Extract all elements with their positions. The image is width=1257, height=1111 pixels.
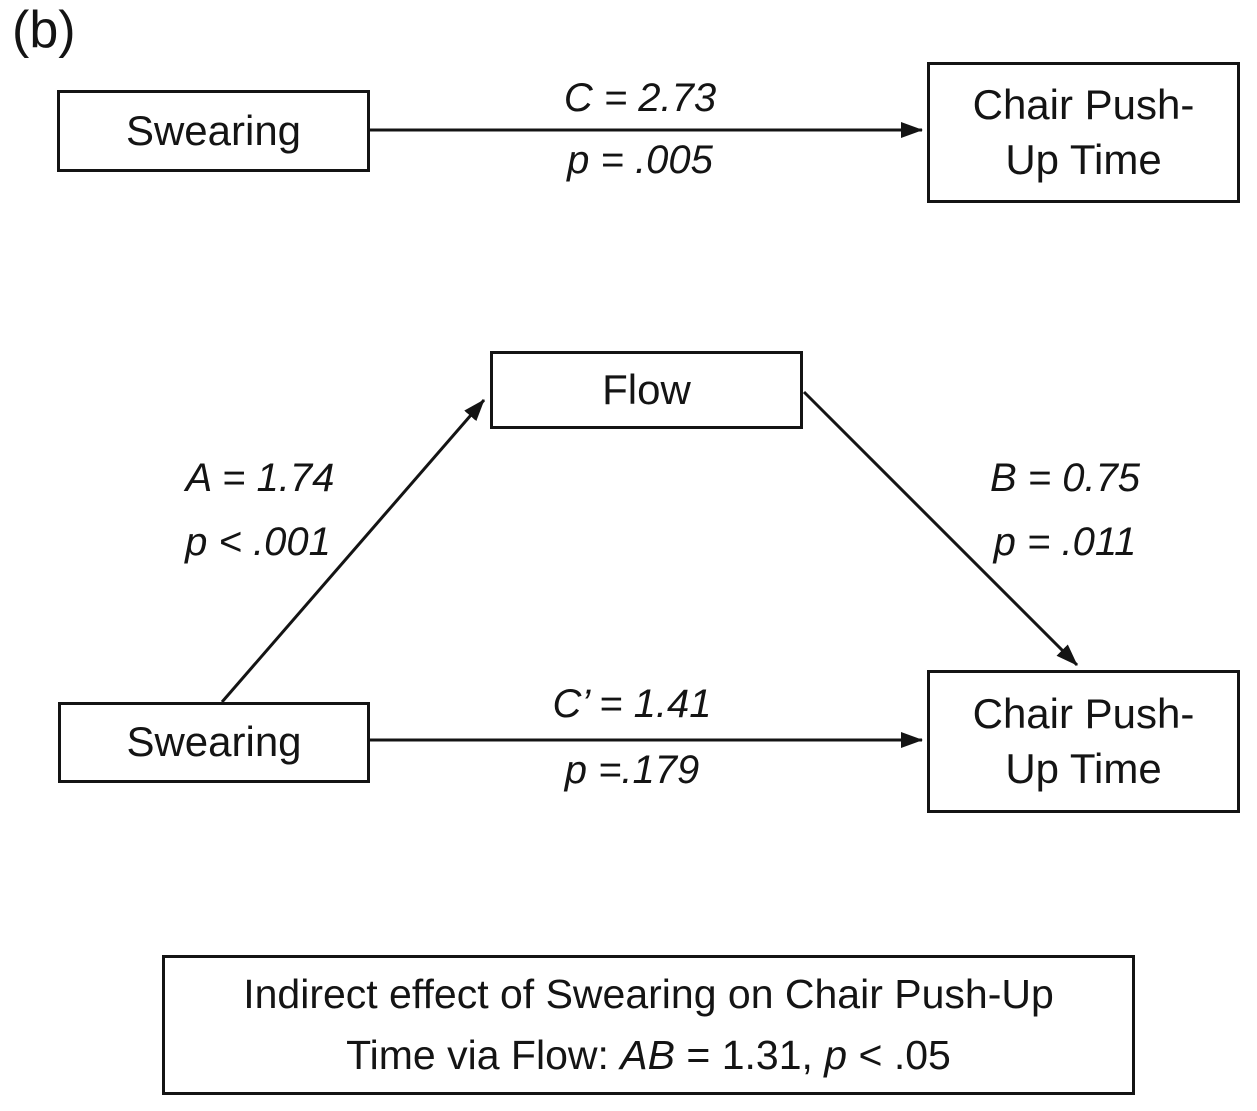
path-c-prime-coefficient: C’ = 1.41 [552, 682, 712, 726]
box-outcome-mediation-line2: Up Time [1005, 744, 1162, 792]
indirect-effect-line2-prefix: Time via Flow: [346, 1032, 621, 1078]
box-outcome-total-line2: Up Time [1005, 135, 1162, 183]
path-c-pvalue: p = .005 [567, 138, 713, 182]
box-outcome-total-line1: Chair Push- [972, 80, 1195, 128]
indirect-effect-p-symbol: p [824, 1032, 848, 1078]
box-mediator-label: Flow [602, 365, 691, 413]
path-c-prime-pvalue: p =.179 [564, 748, 700, 792]
indirect-effect-p-value: < .05 [847, 1032, 951, 1078]
indirect-effect-ab-term: AB [620, 1032, 675, 1078]
box-predictor-total: Swearing [57, 90, 370, 172]
path-b-coefficient: B = 0.75 [989, 456, 1141, 500]
box-indirect-effect: Indirect effect of Swearing on Chair Pus… [162, 955, 1135, 1095]
figure-panel-label: (b) [12, 1, 76, 59]
box-predictor-mediation-label: Swearing [126, 718, 302, 766]
path-a-pvalue: p < .001 [185, 520, 331, 564]
path-a-coefficient: A = 1.74 [185, 456, 335, 500]
box-predictor-mediation: Swearing [58, 702, 370, 783]
indirect-effect-line2: Time via Flow: AB = 1.31, p < .05 [346, 1025, 951, 1087]
box-outcome-mediation: Chair Push- Up Time [927, 670, 1240, 813]
path-c-coefficient: C = 2.73 [563, 76, 717, 120]
path-b-pvalue: p = .011 [993, 520, 1137, 564]
indirect-effect-line1: Indirect effect of Swearing on Chair Pus… [243, 970, 1054, 1017]
box-predictor-total-label: Swearing [125, 106, 302, 154]
box-outcome-mediation-line1: Chair Push- [972, 689, 1195, 737]
indirect-effect-ab-value: = 1.31, [674, 1032, 825, 1078]
box-outcome-total: Chair Push- Up Time [927, 62, 1240, 203]
box-mediator: Flow [490, 351, 803, 429]
